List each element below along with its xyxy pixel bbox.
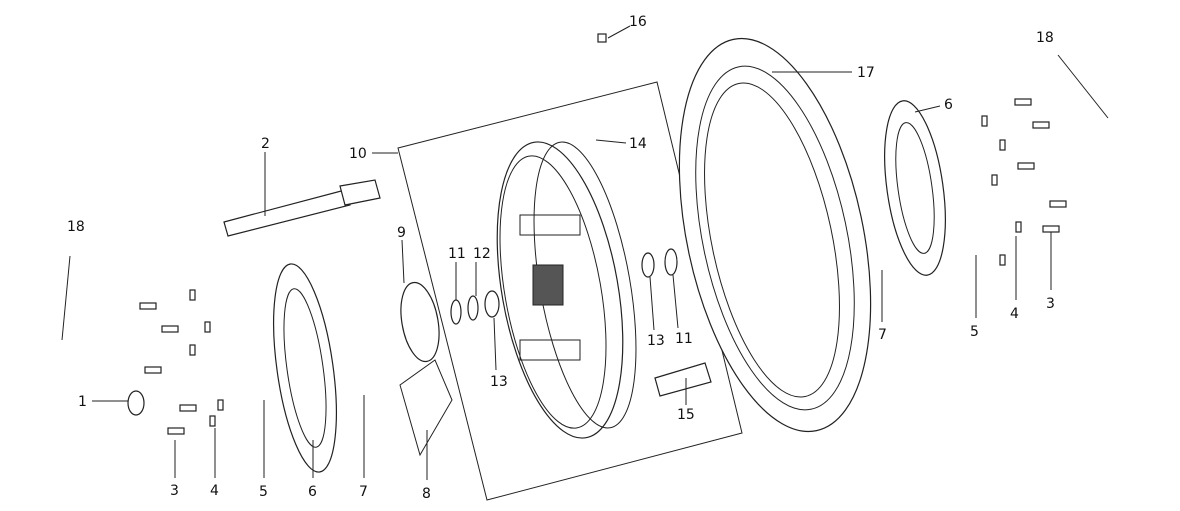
hub-assembly-box: [397, 81, 743, 501]
fastener-set-box: [399, 359, 453, 457]
callout-7-right: 7: [878, 327, 887, 343]
brake-disc-left: [273, 263, 337, 473]
drive-plate: [400, 281, 440, 363]
seal: [467, 295, 479, 321]
callout-14: 14: [629, 136, 647, 152]
wheel-rim: [496, 141, 637, 439]
callout-3-right: 3: [1046, 296, 1055, 312]
callout-11-right: 11: [675, 331, 693, 347]
callout-3-left: 3: [170, 483, 179, 499]
bolts-left: [139, 289, 224, 435]
callout-13-left: 13: [490, 374, 508, 390]
callout-6-right: 6: [944, 97, 953, 113]
callout-9: 9: [397, 225, 406, 241]
leader-lines: [61, 25, 1109, 480]
bolts-right: [981, 98, 1067, 266]
tire: [678, 37, 872, 433]
callout-18-left: 18: [67, 219, 85, 235]
callout-5-right: 5: [970, 324, 979, 340]
callout-18-right: 18: [1036, 30, 1054, 46]
callout-8: 8: [422, 486, 431, 502]
brake-disc-right: [884, 100, 946, 276]
callout-4-left: 4: [210, 483, 219, 499]
callout-5-left: 5: [259, 484, 268, 500]
callout-16: 16: [629, 14, 647, 30]
callout-13-right: 13: [647, 333, 665, 349]
bearing: [450, 299, 462, 325]
distance-collar: [654, 362, 712, 397]
callout-1: 1: [78, 394, 87, 410]
bearing: [664, 248, 678, 276]
callout-6-left: 6: [308, 484, 317, 500]
valve: [597, 33, 607, 43]
spacer: [484, 290, 500, 318]
spacer: [641, 252, 655, 278]
callout-15: 15: [677, 407, 695, 423]
callout-2: 2: [261, 136, 270, 152]
callout-7-left: 7: [359, 484, 368, 500]
axle: [223, 179, 381, 237]
callout-11-left: 11: [448, 246, 466, 262]
callout-10: 10: [349, 146, 367, 162]
callout-4-right: 4: [1010, 306, 1019, 322]
callout-12: 12: [473, 246, 491, 262]
hub-cap: [127, 390, 145, 416]
callout-17: 17: [857, 65, 875, 81]
